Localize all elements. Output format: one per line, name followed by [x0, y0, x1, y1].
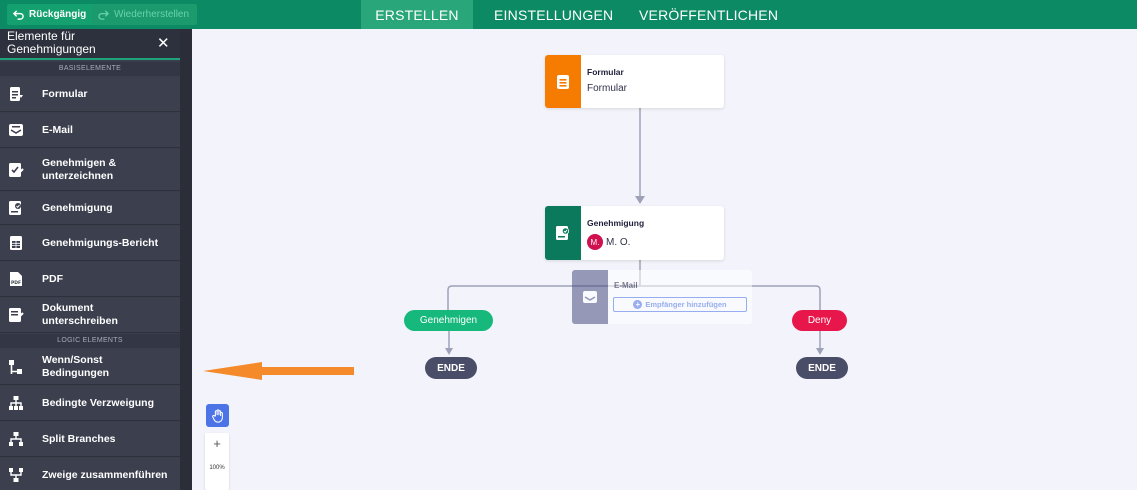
undo-label: Rückgängig [29, 9, 87, 20]
sidebar-item-genehmigung[interactable]: Genehmigung [0, 192, 180, 225]
if-else-icon [0, 359, 32, 375]
tab-einstellungen[interactable]: EINSTELLUNGEN [494, 6, 614, 23]
add-recipient-button[interactable]: + Empfänger hinzufügen [613, 297, 747, 312]
pan-tool-button[interactable] [206, 404, 229, 427]
end-node-right[interactable]: ENDE [796, 357, 848, 379]
sidebar-item-label: Genehmigen & unterzeichnen [42, 156, 117, 182]
sidebar-item-label: Zweige zusammenführen [42, 468, 168, 481]
tab-veroeffentlichen[interactable]: VERÖFFENTLICHEN [639, 6, 779, 23]
elements-sidebar: Elemente für Genehmigungen ✕ BASISELEMEN… [0, 29, 180, 490]
approve-branch-pill[interactable]: Genehmigen [404, 310, 493, 331]
approval-assignee: M. M. O. [587, 234, 630, 250]
undo-button[interactable]: Rückgängig [7, 4, 95, 25]
sidebar-item-label: E-Mail [42, 123, 73, 136]
dragging-email-node[interactable]: E-Mail + Empfänger hinzufügen [572, 270, 752, 324]
assignee-name: M. O. [606, 236, 631, 248]
zoom-in-button[interactable]: + [213, 436, 221, 451]
sidebar-item-wenn-sonst[interactable]: Wenn/Sonst Bedingungen [0, 349, 180, 385]
end-node-left[interactable]: ENDE [425, 357, 477, 379]
sidebar-item-label: Split Branches [42, 432, 116, 445]
connector-left-arrowhead [445, 348, 453, 355]
flow-node-genehmigung[interactable]: Genehmigung M. M. O. [545, 206, 724, 260]
top-bar: Rückgängig Wiederherstellen ERSTELLEN EI… [0, 0, 1137, 29]
email-node-accent [572, 270, 608, 324]
email-node-title: E-Mail [614, 281, 638, 290]
sidebar-item-label: Genehmigung [42, 201, 113, 214]
sidebar-item-genehmigen-unterzeichnen[interactable]: Genehmigen & unterzeichnen [0, 149, 180, 191]
approval-node-title: Genehmigung [587, 218, 645, 228]
deny-branch-pill[interactable]: Deny [792, 310, 847, 331]
sidebar-item-pdf[interactable]: PDF PDF [0, 262, 180, 297]
avatar: M. [587, 234, 603, 250]
close-icon[interactable]: ✕ [157, 35, 170, 52]
email-icon [0, 122, 32, 138]
approve-sign-icon [0, 162, 32, 178]
sidebar-scroll-strip [180, 29, 192, 490]
form-icon [557, 74, 569, 89]
split-branches-icon [0, 431, 32, 447]
form-node-accent [545, 55, 581, 108]
sidebar-item-zweige-zusammenfuehren[interactable]: Zweige zusammenführen [0, 458, 180, 490]
approval-icon [0, 200, 32, 216]
form-icon [0, 86, 32, 102]
tab-erstellen[interactable]: ERSTELLEN [361, 0, 473, 29]
sidebar-item-label: Formular [42, 87, 88, 100]
redo-label: Wiederherstellen [114, 9, 190, 20]
approval-node-accent [545, 206, 581, 260]
report-icon [0, 235, 32, 251]
form-node-subtitle: Formular [587, 83, 628, 94]
sidebar-item-formular[interactable]: Formular [0, 77, 180, 112]
add-recipient-label: Empfänger hinzufügen [645, 300, 727, 309]
redo-button[interactable]: Wiederherstellen [92, 4, 198, 25]
plus-icon: + [633, 300, 643, 309]
sidebar-item-label: Wenn/Sonst Bedingungen [42, 353, 110, 379]
annotation-arrow-head [203, 362, 262, 380]
conditional-branch-icon [0, 395, 32, 411]
connector-arrowhead [635, 196, 645, 204]
sidebar-item-genehmigungs-bericht[interactable]: Genehmigungs-Bericht [0, 226, 180, 261]
zoom-level: 100% [209, 465, 225, 471]
section-logic-elements: LOGIC ELEMENTS [0, 334, 180, 348]
sidebar-item-label: Dokument unterschreiben [42, 302, 118, 327]
sidebar-title: Elemente für Genehmigungen [7, 29, 96, 56]
sidebar-item-label: PDF [42, 272, 63, 285]
merge-branches-icon [0, 467, 32, 483]
sidebar-item-label: Bedingte Verzweigung [42, 396, 155, 409]
svg-text:PDF: PDF [11, 280, 21, 286]
connector-right-arrowhead [816, 348, 824, 355]
hand-icon [211, 408, 223, 423]
form-node-title: Formular [587, 67, 624, 77]
sidebar-item-label: Genehmigungs-Bericht [42, 236, 159, 249]
sidebar-item-dokument-unterschreiben[interactable]: Dokument unterschreiben [0, 298, 180, 333]
email-icon [583, 291, 597, 303]
zoom-control: + 100% [205, 433, 229, 490]
section-basiselemente: BASISELEMENTE [0, 62, 180, 76]
annotation-arrow-shaft [262, 367, 354, 375]
sign-document-icon [0, 307, 32, 323]
sidebar-header: Elemente für Genehmigungen ✕ [0, 29, 180, 60]
sidebar-item-email[interactable]: E-Mail [0, 113, 180, 148]
sidebar-item-bedingte-verzweigung[interactable]: Bedingte Verzweigung [0, 386, 180, 421]
approval-icon [556, 226, 570, 240]
pdf-icon: PDF [0, 271, 32, 287]
redo-icon [98, 10, 109, 20]
undo-icon [13, 10, 24, 20]
flow-node-formular[interactable]: Formular Formular [545, 55, 724, 108]
sidebar-item-split-branches[interactable]: Split Branches [0, 422, 180, 457]
